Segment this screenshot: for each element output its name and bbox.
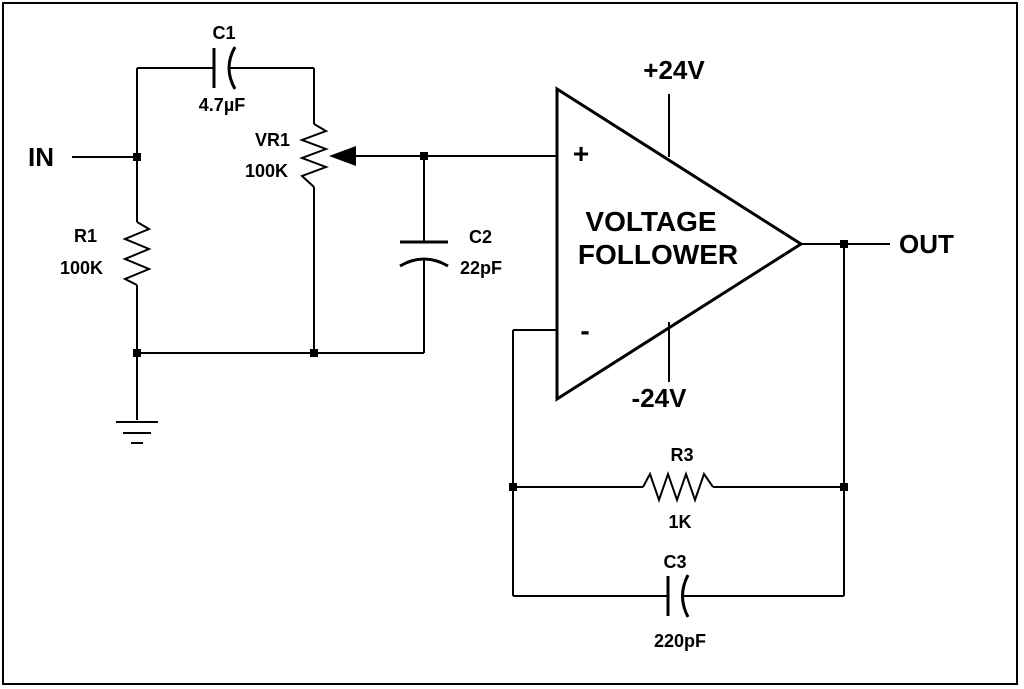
input-network <box>72 46 557 444</box>
noninverting-input-symbol: + <box>573 138 589 169</box>
opamp-title-line2: FOLLOWER <box>578 239 738 270</box>
junction-dot <box>840 240 848 248</box>
r3-value-label: 1K <box>668 512 691 532</box>
c3-value-label: 220pF <box>654 631 706 651</box>
junction-dot <box>310 349 318 357</box>
junction-dot <box>840 483 848 491</box>
negative-supply-label: -24V <box>632 383 688 413</box>
opamp-triangle <box>555 86 804 402</box>
junction-dot <box>133 349 141 357</box>
ground-icon <box>116 421 158 444</box>
r1-resistor <box>122 221 152 286</box>
output-label: OUT <box>899 229 954 259</box>
c2-value-label: 22pF <box>460 258 502 278</box>
inverting-input-symbol: - <box>580 315 589 346</box>
c1-value-label: 4.7µF <box>199 95 245 115</box>
r3-ref-label: R3 <box>670 445 693 465</box>
c3-capacitor <box>666 574 690 618</box>
junction-dots <box>133 152 848 491</box>
junction-dot <box>509 483 517 491</box>
c2-ref-label: C2 <box>469 227 492 247</box>
c3-ref-label: C3 <box>663 552 686 572</box>
c1-ref-label: C1 <box>212 23 235 43</box>
positive-supply-label: +24V <box>643 55 705 85</box>
r3-resistor <box>642 470 714 504</box>
wiper-arrow-icon <box>329 146 356 166</box>
junction-dot <box>420 152 428 160</box>
feedback-network <box>512 244 845 618</box>
input-label: IN <box>28 142 54 172</box>
r1-ref-label: R1 <box>74 226 97 246</box>
r1-value-label: 100K <box>60 258 103 278</box>
opamp-title-line1: VOLTAGE <box>585 206 716 237</box>
junction-dot <box>133 153 141 161</box>
vr1-ref-label: VR1 <box>255 130 290 150</box>
vr1-potentiometer <box>299 123 329 188</box>
vr1-value-label: 100K <box>245 161 288 181</box>
